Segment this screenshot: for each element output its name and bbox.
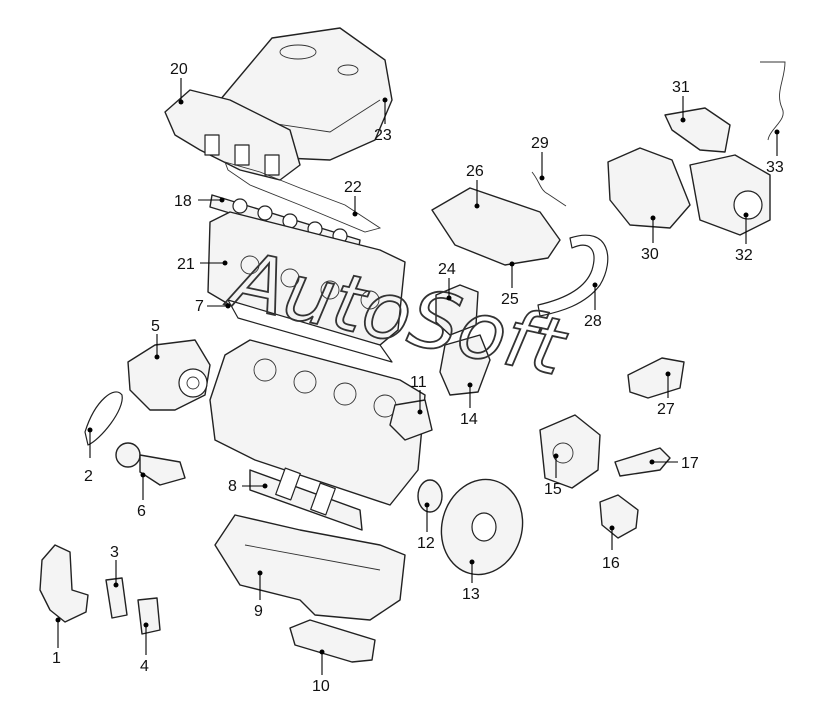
head-gasket-part	[227, 299, 393, 363]
pipe-part	[537, 234, 609, 317]
bracket-part	[39, 544, 89, 623]
heat-shield-part	[607, 147, 691, 229]
callout-2: 2	[84, 468, 93, 485]
engine-bracket-part	[599, 494, 639, 539]
oil-pan-lower-part	[289, 619, 376, 663]
crankshaft-part	[249, 467, 363, 531]
callout-23: 23	[374, 127, 392, 144]
callout-13: 13	[462, 586, 480, 603]
callout-labels: 1 2 3 4 5 6 7 8 9 10 11 12 13 14 15 16 1…	[52, 61, 784, 695]
callout-32: 32	[735, 247, 753, 264]
starter-motor-part	[539, 414, 601, 489]
callout-18: 18	[174, 193, 192, 210]
callout-28: 28	[584, 313, 602, 330]
mount-block-part	[435, 284, 479, 336]
leader-lines	[55, 78, 780, 675]
oil-pan-part	[214, 514, 406, 621]
callout-30: 30	[641, 246, 659, 263]
callout-16: 16	[602, 555, 620, 572]
turbocharger-part	[689, 154, 771, 236]
sprocket-part	[115, 442, 186, 486]
callout-9: 9	[254, 603, 263, 620]
callout-4: 4	[140, 658, 149, 675]
sensor-part	[531, 171, 567, 207]
callout-26: 26	[466, 163, 484, 180]
oil-pump-part	[127, 339, 211, 411]
callout-29: 29	[531, 135, 549, 152]
callout-12: 12	[417, 535, 435, 552]
torque-rod-part	[614, 447, 671, 477]
callout-1: 1	[52, 650, 61, 667]
callout-17: 17	[681, 455, 699, 472]
exhaust-manifold-part	[431, 187, 561, 266]
engine-mount-part	[627, 357, 685, 399]
callout-33: 33	[766, 159, 784, 176]
flywheel-part	[440, 478, 524, 576]
callout-3: 3	[110, 544, 119, 561]
pulley-part	[439, 334, 491, 396]
callout-14: 14	[460, 411, 478, 428]
callout-10: 10	[312, 678, 330, 695]
seal-part	[417, 479, 443, 513]
callout-25: 25	[501, 291, 519, 308]
callout-8: 8	[228, 478, 237, 495]
intake-manifold-part	[164, 89, 301, 181]
engine-block-part	[209, 339, 426, 506]
callout-31: 31	[672, 79, 690, 96]
callout-5: 5	[151, 318, 160, 335]
callout-11: 11	[410, 374, 427, 391]
callout-20: 20	[170, 61, 188, 78]
fitting-part	[137, 597, 161, 635]
turbo-shield-part	[664, 107, 731, 153]
callout-15: 15	[544, 481, 562, 498]
oil-line-part	[760, 61, 786, 141]
callout-6: 6	[137, 503, 146, 520]
chain-part	[84, 391, 123, 446]
callout-24: 24	[438, 261, 456, 278]
gasket-part	[224, 161, 382, 233]
callout-7: 7	[195, 298, 204, 315]
oil-filter-part	[105, 577, 128, 619]
callout-21: 21	[177, 256, 195, 273]
callout-27: 27	[657, 401, 675, 418]
callout-22: 22	[344, 179, 362, 196]
